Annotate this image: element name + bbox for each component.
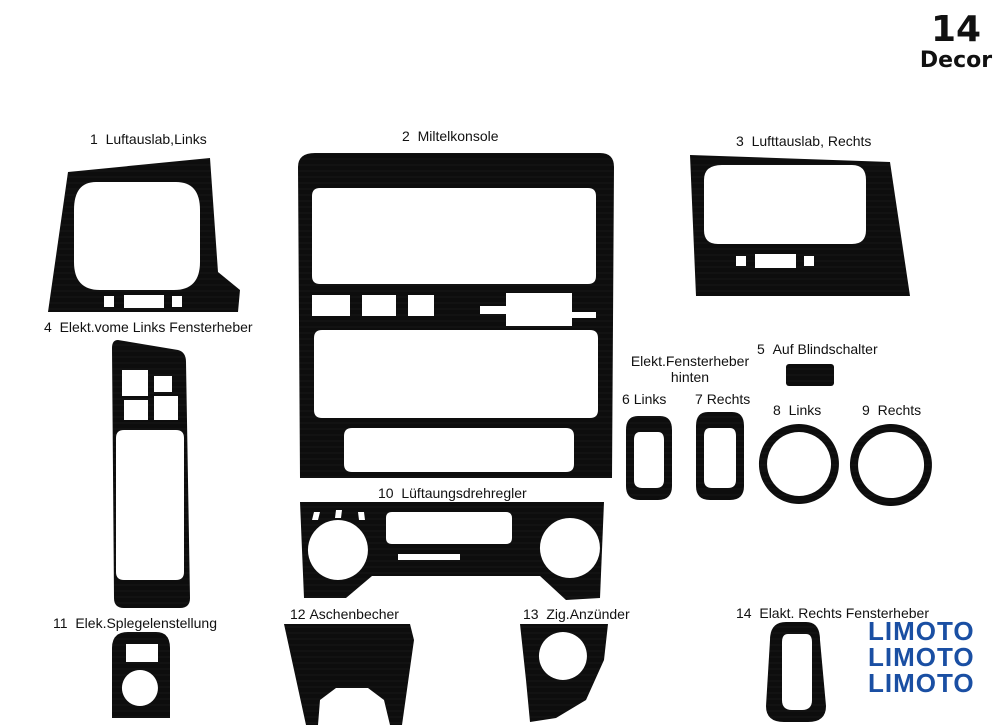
part-6-label: 6 Links xyxy=(622,391,666,407)
part-5-number: 5 xyxy=(757,341,765,357)
part-4-name: Elekt.vome Links Fensterheber xyxy=(59,319,253,335)
part-10-name: Lüftaungsdrehregler xyxy=(401,485,527,501)
part-9-shape xyxy=(849,424,932,506)
part-2-label: 2 Miltelkonsole xyxy=(402,128,499,144)
part-2-number: 2 xyxy=(402,128,410,144)
part-6-name: Links xyxy=(633,391,667,407)
part-14-label: 14 Elakt. Rechts Fensterheber xyxy=(736,605,929,621)
brand-logo-line-3: LIMOTO xyxy=(868,668,975,698)
part-10-number: 10 xyxy=(378,485,394,501)
part-7-shape xyxy=(696,412,744,500)
part-6-number: 6 xyxy=(622,391,630,407)
part-1-number: 1 xyxy=(90,131,98,147)
part-8-number: 8 xyxy=(773,402,781,418)
part-8-shape xyxy=(758,424,839,504)
part-12-name: Aschenbecher xyxy=(309,606,399,622)
part-13-name: Zig.Anzünder xyxy=(546,606,630,622)
part-11-number: 11 xyxy=(53,615,68,631)
part-7-name: Rechts xyxy=(706,391,751,407)
kit-subtitle: Decor xyxy=(919,48,993,73)
part-11-shape xyxy=(112,632,170,718)
brand-logo-line-2: LIMOTO xyxy=(868,642,975,672)
rear-window-group-line2: hinten xyxy=(670,369,710,385)
part-10-label: 10 Lüftaungsdrehregler xyxy=(378,485,527,501)
part-9-number: 9 xyxy=(862,402,870,418)
part-8-label: 8 Links xyxy=(773,402,821,418)
part-9-name: Rechts xyxy=(877,402,922,418)
rear-window-group-line1: Elekt.Fensterheber xyxy=(630,353,750,369)
kit-number: 14 xyxy=(930,9,982,50)
part-1-label: 1 Luftauslab,Links xyxy=(90,131,207,147)
part-5-shape xyxy=(786,364,834,386)
rear-window-group-label: Elekt.Fensterheber hinten xyxy=(620,353,760,385)
part-1-shape xyxy=(48,158,240,312)
part-4-number: 4 xyxy=(44,319,52,335)
part-1-name: Luftauslab,Links xyxy=(105,131,207,147)
brand-logo-line-1: LIMOTO xyxy=(868,616,975,646)
part-6-shape xyxy=(626,416,672,500)
part-10-shape xyxy=(300,502,604,600)
part-9-label: 9 Rechts xyxy=(862,402,921,418)
part-13-shape xyxy=(520,624,608,722)
part-14-number: 14 xyxy=(736,605,752,621)
part-4-shape xyxy=(112,340,190,608)
part-14-name: Elakt. Rechts Fensterheber xyxy=(759,605,929,621)
part-13-label: 13 Zig.Anzünder xyxy=(523,606,630,622)
part-3-name: Lufttauslab, Rechts xyxy=(751,133,872,149)
part-7-number: 7 xyxy=(695,391,703,407)
part-11-label: 11 Elek.Splegelenstellung xyxy=(53,615,217,631)
part-5-label: 5 Auf Blindschalter xyxy=(757,341,878,357)
part-8-name: Links xyxy=(788,402,822,418)
part-13-number: 13 xyxy=(523,606,539,622)
part-12-shape xyxy=(284,624,414,725)
part-2-name: Miltelkonsole xyxy=(417,128,499,144)
part-2-shape xyxy=(298,153,614,478)
part-4-label: 4 Elekt.vome Links Fensterheber xyxy=(44,319,253,335)
part-12-label: 12 Aschenbecher xyxy=(290,606,399,622)
part-3-shape xyxy=(690,155,910,296)
part-7-label: 7 Rechts xyxy=(695,391,750,407)
part-3-label: 3 Lufttauslab, Rechts xyxy=(736,133,871,149)
part-11-name: Elek.Splegelenstellung xyxy=(75,615,217,631)
part-12-number: 12 xyxy=(290,606,306,622)
part-5-name: Auf Blindschalter xyxy=(772,341,878,357)
part-3-number: 3 xyxy=(736,133,744,149)
part-14-shape xyxy=(766,622,826,722)
